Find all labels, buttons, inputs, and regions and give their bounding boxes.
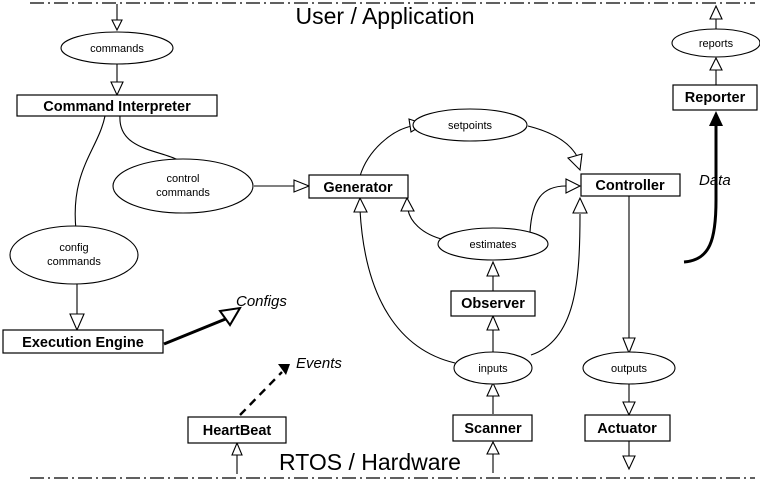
- arrowhead-generator: [293, 179, 311, 193]
- component-observer: Observer: [450, 290, 536, 317]
- svg-text:commands: commands: [47, 256, 101, 268]
- arrowhead-generator-inputs: [353, 196, 368, 213]
- arrowhead-actuator: [622, 401, 636, 417]
- edge-configs: [163, 316, 229, 346]
- message-estimates: estimates: [437, 227, 549, 261]
- component-command-interpreter: Command Interpreter: [16, 94, 218, 117]
- edge-setpoints-to-controller: [527, 125, 579, 159]
- message-outputs: outputs: [582, 351, 676, 385]
- edge-inputs-to-generator: [359, 209, 456, 364]
- svg-text:commands: commands: [90, 43, 144, 55]
- arrowhead-commands: [111, 19, 123, 32]
- arrowhead-generator-estimates: [400, 196, 415, 212]
- arrowhead-estimates: [486, 260, 500, 277]
- svg-text:config: config: [59, 242, 88, 254]
- svg-text:Observer: Observer: [461, 296, 525, 312]
- message-config-commands: config commands: [9, 225, 139, 285]
- svg-text:commands: commands: [156, 187, 210, 199]
- arrowhead-configs: [218, 306, 242, 327]
- edge-estimates-to-generator: [407, 209, 446, 241]
- arrowhead-heartbeat: [231, 441, 243, 456]
- message-inputs: inputs: [453, 351, 533, 385]
- component-controller: Controller: [580, 173, 681, 197]
- flow-label-configs: Configs: [236, 293, 287, 310]
- top-layer-title: User / Application: [296, 3, 475, 29]
- flow-label-events: Events: [296, 355, 342, 372]
- message-control-commands: control commands: [112, 158, 254, 214]
- edge-interpreter-to-control-commands: [119, 115, 179, 161]
- svg-text:inputs: inputs: [478, 363, 508, 375]
- component-scanner: Scanner: [452, 414, 533, 442]
- component-execution-engine: Execution Engine: [2, 329, 164, 354]
- component-heartbeat: HeartBeat: [187, 416, 287, 444]
- svg-text:Command Interpreter: Command Interpreter: [43, 99, 191, 115]
- edge-generator-to-setpoints: [359, 125, 413, 177]
- component-reporter: Reporter: [672, 84, 758, 111]
- arrowhead-reporter: [709, 111, 723, 126]
- edge-inputs-to-controller: [530, 213, 581, 356]
- arrowhead-controller-setpoints: [566, 153, 583, 172]
- arrowhead-hardware: [622, 455, 636, 471]
- arrowhead-scanner: [486, 440, 500, 455]
- arrowhead-controller-estimates: [565, 178, 582, 194]
- svg-text:estimates: estimates: [469, 239, 517, 251]
- message-reports: reports: [671, 28, 760, 58]
- message-commands: commands: [60, 31, 174, 65]
- arrowhead-user: [709, 4, 723, 20]
- svg-text:Scanner: Scanner: [464, 421, 522, 437]
- svg-text:outputs: outputs: [611, 363, 648, 375]
- svg-text:Reporter: Reporter: [685, 90, 746, 106]
- arrowhead-controller-inputs: [572, 196, 588, 214]
- component-actuator: Actuator: [584, 414, 671, 442]
- arrowhead-outputs: [622, 337, 636, 355]
- svg-text:Generator: Generator: [323, 180, 393, 196]
- bottom-layer-title: RTOS / Hardware: [279, 449, 461, 475]
- message-setpoints: setpoints: [412, 108, 528, 142]
- flow-label-data: Data: [699, 172, 731, 189]
- component-generator: Generator: [308, 174, 409, 199]
- arrowhead-inputs: [486, 381, 500, 397]
- svg-text:Execution Engine: Execution Engine: [22, 335, 144, 351]
- svg-text:control: control: [166, 173, 199, 185]
- arrowhead-reports: [709, 56, 723, 71]
- svg-text:HeartBeat: HeartBeat: [203, 423, 272, 439]
- edge-events: [239, 371, 283, 416]
- arrowhead-observer: [486, 314, 500, 331]
- edge-estimates-to-controller: [529, 185, 567, 233]
- svg-text:Actuator: Actuator: [597, 421, 657, 437]
- edge-data: [683, 124, 718, 264]
- svg-text:Controller: Controller: [595, 178, 665, 194]
- arrowhead-engine: [69, 313, 85, 332]
- arrowhead-interpreter: [110, 81, 124, 97]
- svg-text:setpoints: setpoints: [448, 120, 493, 132]
- arrowhead-events: [278, 364, 290, 375]
- svg-text:reports: reports: [699, 38, 734, 50]
- edge-interpreter-to-config-commands: [74, 115, 106, 231]
